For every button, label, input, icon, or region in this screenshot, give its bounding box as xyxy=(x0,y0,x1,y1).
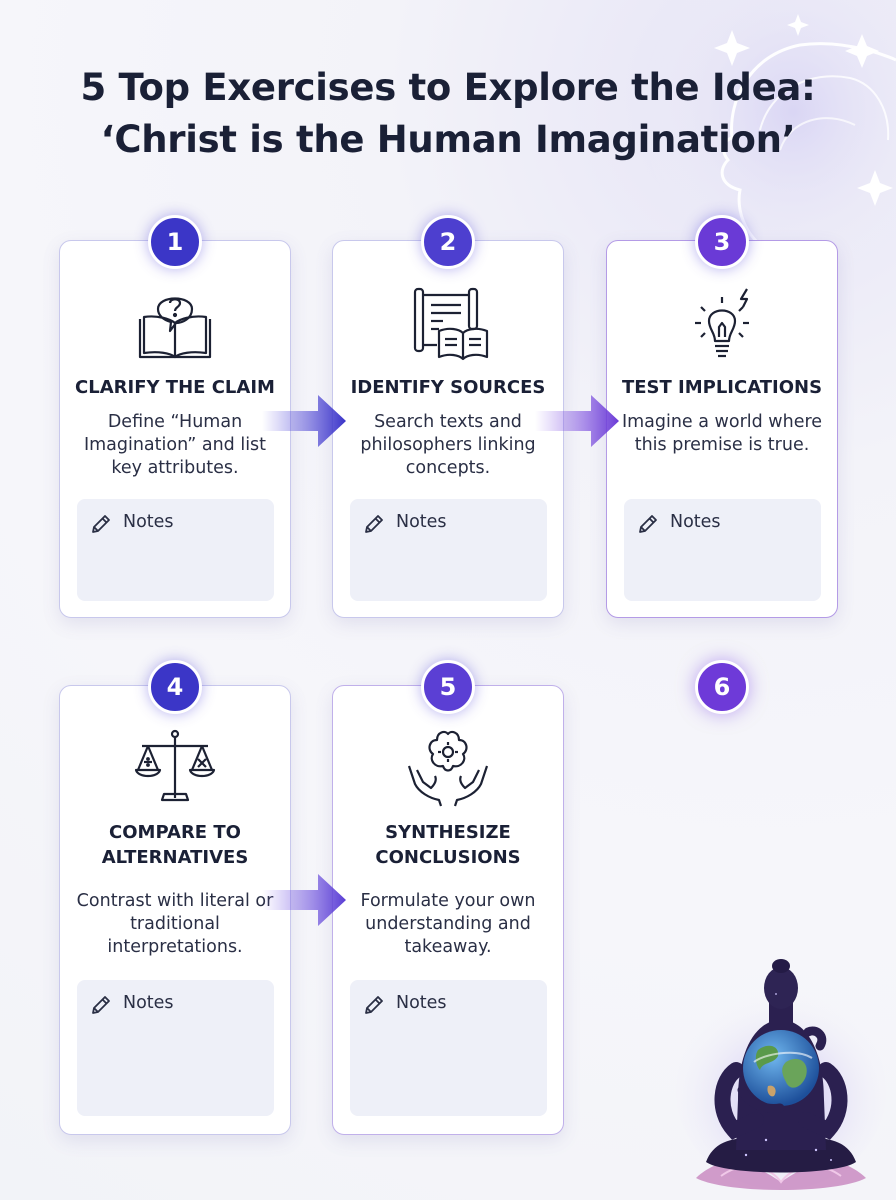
step-card-2: IDENTIFY SOURCES Search texts and philos… xyxy=(332,240,564,618)
notes-box-3[interactable]: Notes xyxy=(624,499,821,601)
step-card-4: COMPARE TO ALTERNATIVES Contrast with li… xyxy=(59,685,291,1135)
pencil-icon xyxy=(92,996,110,1014)
step-title-4: COMPARE TO ALTERNATIVES xyxy=(101,822,249,868)
step-number-badge-3: 3 xyxy=(695,215,749,269)
notes-label-1: Notes xyxy=(123,512,174,532)
page-title-line-2: ‘Christ is the Human Imagination’ xyxy=(100,118,796,161)
step-number-badge-1: 1 xyxy=(148,215,202,269)
step-title-5: SYNTHESIZE CONCLUSIONS xyxy=(375,822,521,868)
head-silhouette-decoration xyxy=(640,0,896,280)
pencil-icon xyxy=(365,996,383,1014)
notes-label-3: Notes xyxy=(670,512,721,532)
step-card-5: SYNTHESIZE CONCLUSIONS Formulate your ow… xyxy=(332,685,564,1135)
hands-brain-icon xyxy=(333,726,563,808)
step-number-badge-4: 4 xyxy=(148,660,202,714)
step-number-badge-6: 6 xyxy=(695,660,749,714)
sparkle-icon xyxy=(714,14,893,206)
notes-label-4: Notes xyxy=(123,993,174,1013)
notes-box-1[interactable]: Notes xyxy=(77,499,274,601)
step-number-badge-5: 5 xyxy=(421,660,475,714)
balance-scale-icon xyxy=(60,726,290,808)
step-description-4: Contrast with literal or traditional int… xyxy=(76,891,274,957)
step-title-2: IDENTIFY SOURCES xyxy=(350,377,546,398)
step-description-1: Define “Human Imagination” and list key … xyxy=(83,412,267,478)
step-description-3: Imagine a world where this premise is tr… xyxy=(621,412,823,455)
step-title-3: TEST IMPLICATIONS xyxy=(621,377,823,398)
page-title-line-1: 5 Top Exercises to Explore the Idea: xyxy=(80,66,816,109)
notes-box-2[interactable]: Notes xyxy=(350,499,547,601)
notes-box-5[interactable]: Notes xyxy=(350,980,547,1116)
step-title-1: CLARIFY THE CLAIM xyxy=(75,377,275,398)
pencil-icon xyxy=(92,515,110,533)
pencil-icon xyxy=(639,515,657,533)
scroll-book-icon xyxy=(333,281,563,363)
notes-label-2: Notes xyxy=(396,512,447,532)
arrow-right-icon xyxy=(535,395,619,447)
pencil-icon xyxy=(365,515,383,533)
page-title: 5 Top Exercises to Explore the Idea: ‘Ch… xyxy=(0,62,896,166)
lightbulb-icon xyxy=(607,281,837,363)
step-description-2: Search texts and philosophers linking co… xyxy=(360,412,536,478)
notes-label-5: Notes xyxy=(396,993,447,1013)
meditating-figure-illustration xyxy=(676,959,886,1190)
step-description-5: Formulate your own understanding and tak… xyxy=(360,891,536,957)
step-number-badge-2: 2 xyxy=(421,215,475,269)
step-card-3: TEST IMPLICATIONS Imagine a world where … xyxy=(606,240,838,618)
book-question-icon xyxy=(60,281,290,363)
arrow-right-icon xyxy=(262,874,346,926)
arrow-right-icon xyxy=(262,395,346,447)
notes-box-4[interactable]: Notes xyxy=(77,980,274,1116)
step-card-1: CLARIFY THE CLAIM Define “Human Imaginat… xyxy=(59,240,291,618)
